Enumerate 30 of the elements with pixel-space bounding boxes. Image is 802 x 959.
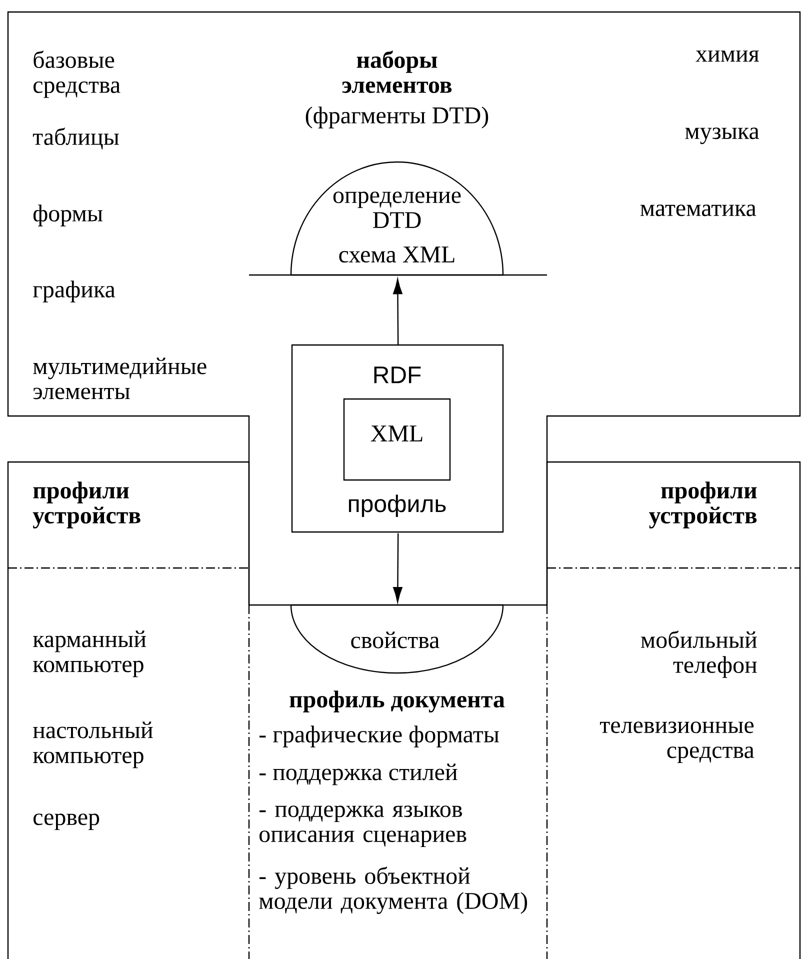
list-item: - уровень объектной модели документа (DOM) (259, 866, 528, 914)
subheading: (фрагменты DTD) (306, 106, 488, 128)
heading: профиль документа (290, 690, 505, 712)
heading: профили устройств (649, 482, 757, 528)
arrow (393, 533, 402, 602)
list-item: музыка (685, 128, 760, 144)
list-item: химия (696, 50, 759, 62)
arrow (393, 278, 402, 346)
list-item: - поддержка стилей (260, 764, 458, 786)
list-item: мобильный телефон (640, 630, 757, 678)
list-item: базовые средства (34, 50, 120, 98)
box-label: XML (370, 426, 422, 442)
list-item: математика (640, 204, 756, 216)
heading: наборы элементов (342, 50, 452, 94)
list-item: таблицы (32, 128, 119, 150)
list-item: настольный компьютер (33, 722, 153, 768)
box-label: схема XML (339, 246, 454, 263)
list-item: телевизионные средства (600, 722, 754, 764)
heading: профили устройств (32, 482, 140, 528)
list-item: графика (33, 280, 116, 302)
list-item: - графические форматы (260, 726, 499, 748)
box-label: профиль (348, 494, 446, 517)
list-item: мультимедийные элементы (33, 358, 206, 400)
list-item: сервер (34, 814, 100, 830)
list-item: формы (33, 204, 103, 226)
box-label: RDF (374, 366, 421, 384)
box-label: свойства (351, 632, 440, 648)
box-label: определение DTD (333, 192, 461, 228)
list-item: - поддержка языков описания сценариев (260, 806, 466, 848)
list-item: карманный компьютер (33, 630, 146, 678)
